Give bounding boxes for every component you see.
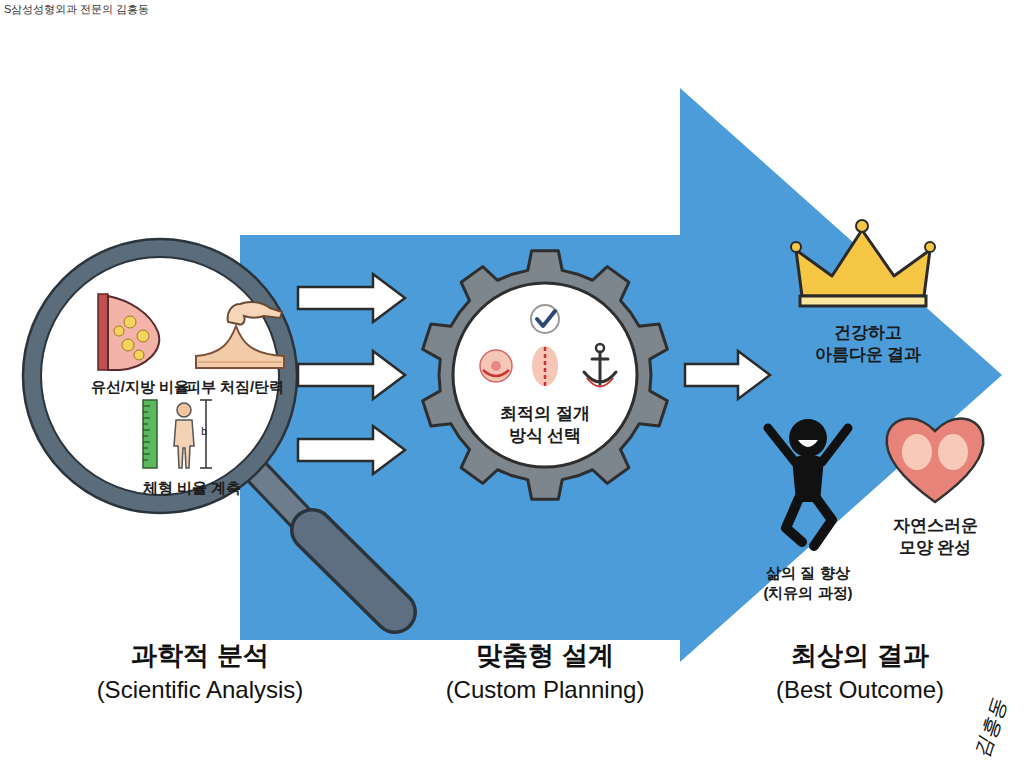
header-note: S삼성성형외과 전문의 김흥동 (4, 3, 264, 16)
node-text: 건강하고 아름다운 결과 (801, 322, 935, 366)
node-text: 피부 처짐/탄력 (172, 377, 298, 397)
stage-subheading: (Custom Planning) (395, 676, 695, 705)
magnifier-lens-outline (22, 238, 298, 514)
flow-arrow (298, 426, 405, 474)
node-text: 체형 비율 계측 (124, 478, 260, 498)
magnifier-neck (255, 470, 312, 530)
lens-ring (32, 248, 288, 504)
crown-tip (856, 220, 868, 232)
flow-arrow (298, 351, 405, 399)
figure-body (792, 455, 824, 502)
gear-center (453, 283, 637, 467)
stage-heading: 맞춤형 설계 (395, 640, 695, 671)
stage-subheading: (Best Outcome) (710, 676, 1010, 705)
figure-smile (798, 440, 818, 447)
crown-tip (925, 242, 935, 252)
flow-arrow (685, 351, 770, 399)
signature: 김흥동 (968, 691, 1012, 765)
crown-icon (796, 230, 930, 296)
gear-shape (423, 251, 668, 500)
lens-outline (23, 239, 297, 513)
figure-arms (768, 428, 848, 462)
flow-band-arrow (240, 88, 1002, 662)
magnifier-handle-outline (312, 530, 395, 612)
gear-box-outline (405, 235, 685, 515)
magnifier-handle (312, 530, 395, 612)
dimension-label: b (197, 426, 211, 438)
figure-box: 삶의 질 향상 (치유의 과정) (745, 415, 870, 610)
crown-tip (791, 242, 801, 252)
magnifier-lens: 유선/지방 비율피부 처짐/탄력체형 비율 계측 (22, 238, 298, 514)
crown-box: 건강하고 아름다운 결과 (770, 215, 970, 385)
figure-head (789, 419, 827, 457)
gear-box: 최적의 절개 방식 선택 (405, 235, 685, 515)
stage-heading: 최상의 결과 (710, 640, 1010, 671)
heart-box: 자연스러운 모양 완성 (880, 412, 995, 562)
magnifier-neck-outline (255, 470, 312, 530)
node-text: 자연스러운 모양 완성 (883, 515, 987, 559)
stage-heading: 과학적 분석 (50, 640, 350, 671)
heart-icon (887, 419, 984, 502)
flow-arrow (298, 274, 405, 322)
figure-legs (786, 498, 832, 546)
crown-band (800, 296, 926, 306)
stage-subheading: (Scientific Analysis) (50, 676, 350, 705)
node-text: 최적의 절개 방식 선택 (493, 403, 597, 447)
node-text: 삶의 질 향상 (치유의 과정) (753, 563, 863, 602)
lens-inner-outline (41, 257, 279, 495)
heart-breast-shape (938, 434, 968, 470)
heart-breast-shape (902, 434, 932, 470)
